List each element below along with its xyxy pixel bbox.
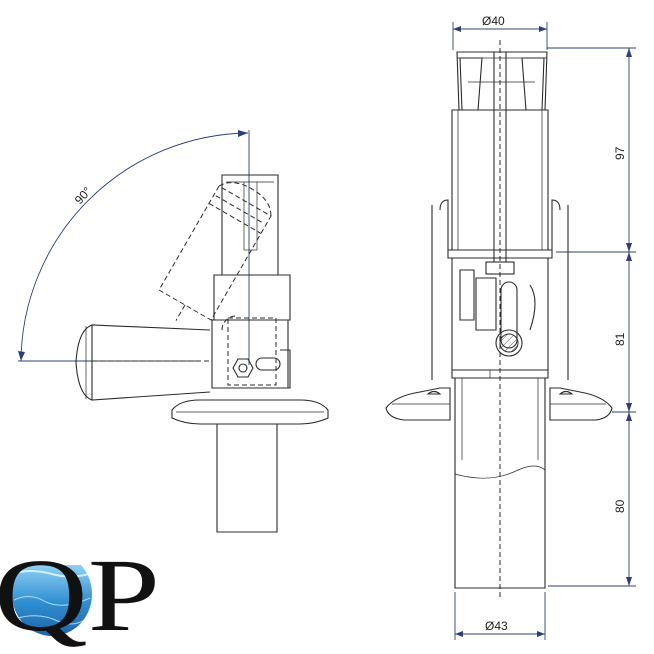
front-view bbox=[385, 40, 613, 600]
qp-logo: QP bbox=[0, 538, 160, 653]
hinge-block bbox=[211, 319, 289, 389]
front-flange bbox=[385, 387, 451, 421]
arc-arrow-left bbox=[18, 351, 25, 361]
angle-label: 90° bbox=[72, 184, 95, 207]
dimensions: Ø40 97 81 80 Ø43 bbox=[452, 14, 636, 640]
flange bbox=[171, 399, 329, 425]
upper-height-label: 97 bbox=[613, 146, 627, 160]
middle-height-label: 81 bbox=[613, 332, 627, 346]
angle-arc bbox=[20, 132, 249, 362]
bottom-diameter-label: Ø43 bbox=[485, 619, 508, 633]
horizontal-handle bbox=[75, 324, 211, 401]
cap bbox=[456, 51, 548, 111]
slot bbox=[255, 357, 281, 371]
side-view: 90° bbox=[18, 130, 329, 533]
lower-height-label: 80 bbox=[613, 499, 627, 513]
hex-nut bbox=[232, 358, 254, 378]
vertical-handle bbox=[221, 174, 279, 276]
lower-tube bbox=[216, 424, 278, 533]
pivot-knob bbox=[495, 329, 523, 357]
arc-arrow-top bbox=[238, 130, 248, 137]
logo-text: QP bbox=[0, 538, 160, 653]
top-diameter-label: Ø40 bbox=[482, 14, 505, 28]
